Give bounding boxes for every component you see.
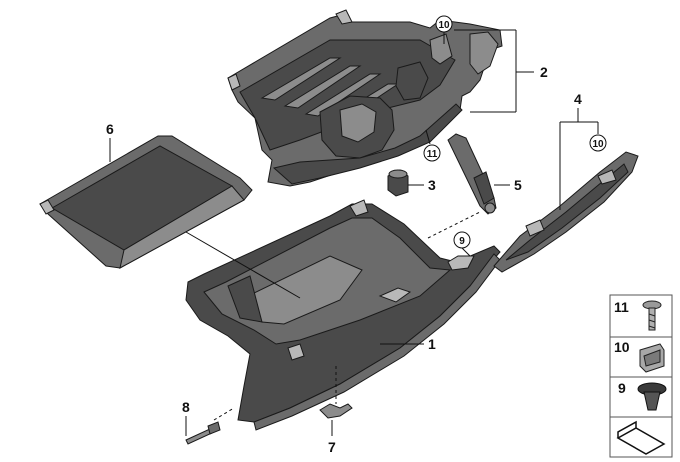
callout-7: 7: [328, 439, 336, 455]
callout-3: 3: [428, 177, 436, 193]
small-parts-legend: 11 10 9: [609, 294, 673, 458]
clip-nut-icon: [639, 343, 665, 373]
callout-11: 11: [427, 149, 438, 160]
leader-lines: [109, 29, 599, 436]
legend-label-11: 11: [614, 299, 629, 315]
callout-10-top: 10: [438, 20, 450, 31]
part-1-glovebox-tray: [185, 199, 501, 431]
part-5-support-rod: [447, 133, 497, 215]
legend-box-9: [609, 376, 673, 418]
part-4-trim-panel: [493, 151, 639, 273]
callout-1: 1: [428, 336, 436, 352]
callout-9: 9: [459, 236, 465, 247]
callout-10-top-circle: [435, 15, 453, 33]
expanding-rivet-icon: [637, 382, 667, 411]
part-6-cover-panel: [39, 135, 253, 269]
callout-4: 4: [574, 91, 582, 107]
legend-label-10: 10: [614, 339, 630, 355]
callout-11-circle: [423, 144, 441, 162]
part-7-hook: [319, 403, 353, 419]
callout-2: 2: [540, 64, 548, 80]
legend-box-11: [609, 294, 673, 338]
legend-label-9: 9: [618, 380, 626, 396]
callout-10-right-circle: [589, 134, 607, 152]
callout-9-circle: [453, 231, 471, 249]
screw-icon: [642, 300, 662, 331]
callout-8: 8: [182, 399, 190, 415]
callout-10-right: 10: [592, 139, 604, 150]
part-2-upper-housing: [227, 9, 503, 187]
sheet-metal-symbol-icon: [616, 420, 666, 455]
callout-5: 5: [514, 177, 522, 193]
part-8-pin: [185, 421, 221, 445]
callouts: 10 2 11 3 5 4 10 6 9 1 8 7: [106, 15, 607, 455]
callout-6: 6: [106, 121, 114, 137]
part-3-damper: [387, 169, 409, 197]
